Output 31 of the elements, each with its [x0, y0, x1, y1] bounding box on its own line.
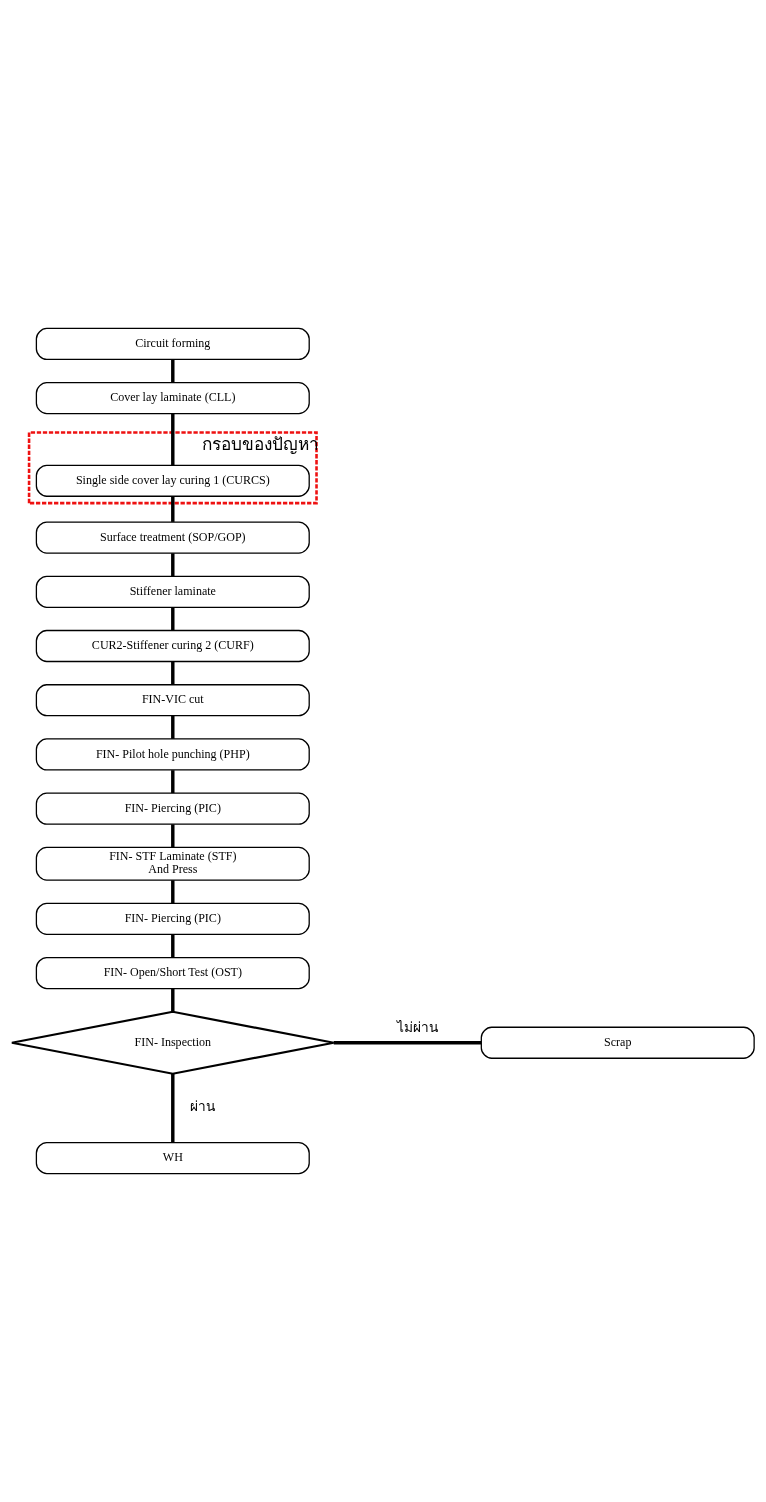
- node-box: CUR2-Stiffener curing 2 (CURF): [35, 629, 310, 663]
- node-box: Surface treatment (SOP/GOP): [35, 521, 310, 554]
- connector: [171, 770, 175, 794]
- connector: [171, 1073, 175, 1143]
- node-box: FIN-VIC cut: [35, 684, 310, 717]
- node-box: Cover lay laminate (CLL): [35, 382, 310, 415]
- edge-label: ไม่ผ่าน: [397, 1020, 439, 1036]
- connector: [171, 824, 175, 848]
- connector: [333, 1041, 481, 1045]
- node-box: FIN- Piercing (PIC): [35, 792, 310, 825]
- connector: [171, 661, 175, 685]
- connector: [171, 607, 175, 631]
- node-box: Single side cover lay curing 1 (CURCS): [35, 464, 310, 497]
- connector: [171, 413, 175, 466]
- node-box: Stiffener laminate: [35, 575, 310, 608]
- connector: [171, 496, 175, 522]
- node-box: Circuit forming: [35, 327, 310, 361]
- node-box: Scrap: [480, 1026, 755, 1059]
- connector: [171, 880, 175, 904]
- connector: [171, 716, 175, 739]
- node-box: FIN- Pilot hole punching (PHP): [35, 738, 310, 771]
- connector: [171, 553, 175, 577]
- node-box: FIN- Open/Short Test (OST): [35, 956, 310, 990]
- connector: [171, 359, 175, 383]
- node-box: FIN- Piercing (PIC): [35, 902, 310, 935]
- node-diamond: FIN- Inspection: [10, 1010, 335, 1075]
- connector: [171, 988, 175, 1012]
- edge-label: ผ่าน: [190, 1099, 216, 1115]
- connector: [171, 934, 175, 958]
- node-box: FIN- STF Laminate (STF) And Press: [35, 846, 310, 881]
- node-box: WH: [35, 1141, 310, 1175]
